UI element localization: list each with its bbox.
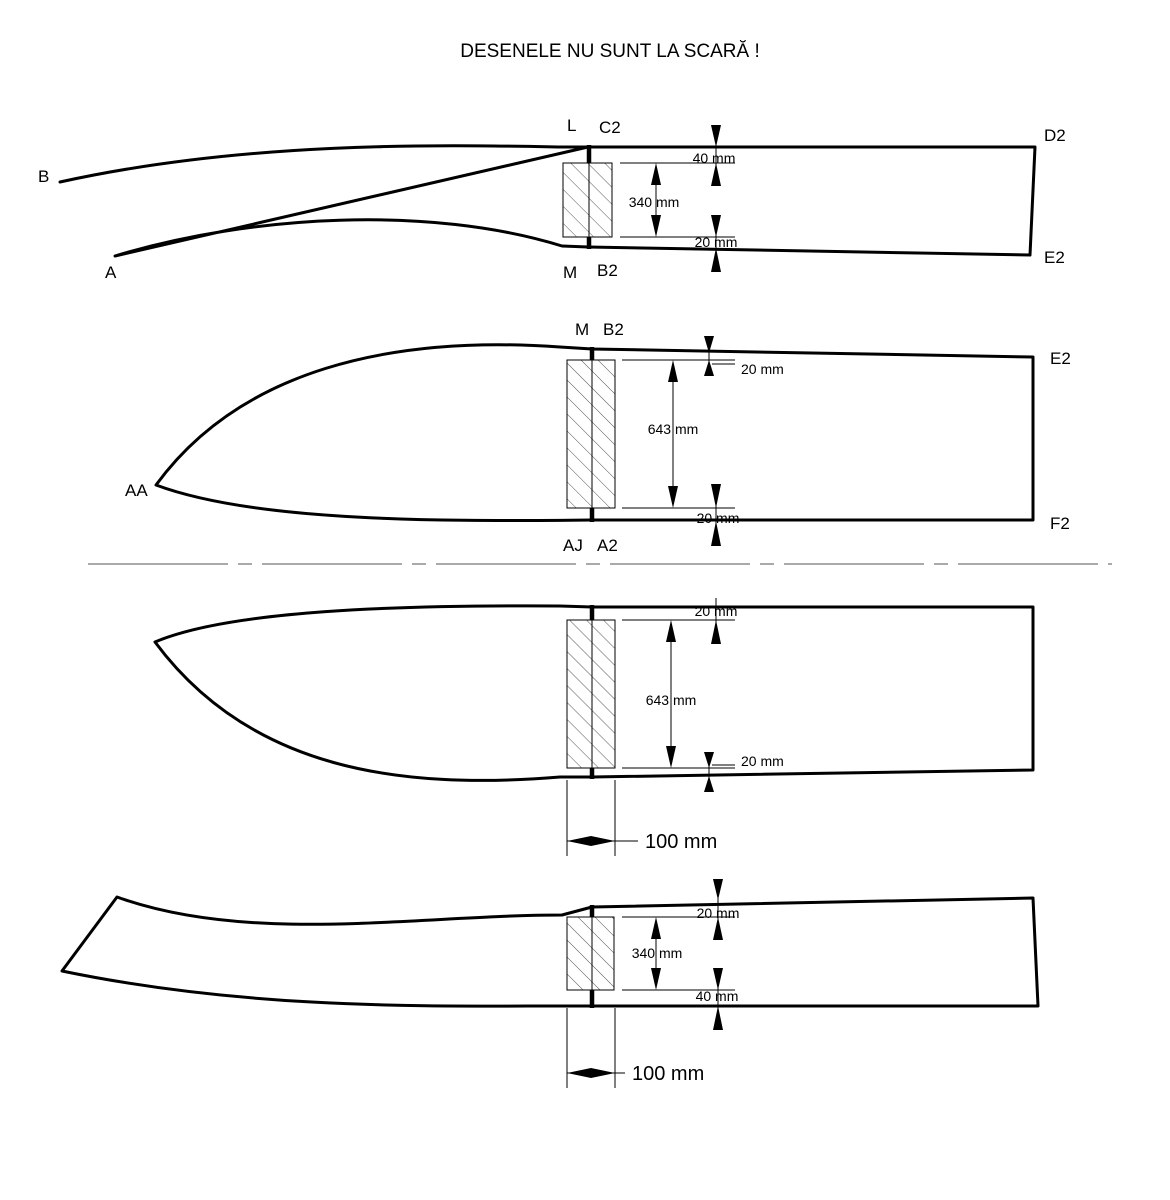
fig2-dim-middle: 643 mm [648, 421, 699, 437]
fig1-dim-bottom: 20 mm [695, 234, 738, 250]
fig3-blade-outline [153, 604, 1035, 782]
fig1-point-L: L [567, 116, 576, 135]
fig1-point-E2: E2 [1044, 248, 1065, 267]
fig1-point-B2: B2 [597, 261, 618, 280]
fig1-hatched-overlap [562, 162, 613, 238]
fig1-point-B: B [38, 167, 49, 186]
fig4-hatched-overlap [566, 916, 615, 991]
fig1-point-D2: D2 [1044, 126, 1066, 145]
figure-1: 40 mm 340 mm 20 mm L C2 D2 B A M B2 E2 [38, 116, 1066, 282]
fig1-blade-outline [58, 144, 1037, 258]
fig1-point-C2: C2 [599, 118, 621, 137]
fig2-point-AA: AA [125, 481, 148, 500]
fig4-dim-width: 100 mm [632, 1063, 704, 1085]
figure-4: 20 mm 340 mm 40 mm 100 mm [60, 879, 1040, 1088]
fig1-point-A: A [105, 263, 117, 282]
fig2-point-A2: A2 [597, 536, 618, 555]
fig3-dim-middle: 643 mm [646, 692, 697, 708]
fig2-blade-outline [154, 343, 1035, 523]
fig1-dim-top: 40 mm [693, 150, 736, 166]
fig2-point-E2: E2 [1050, 349, 1071, 368]
fig2-hatched-overlap [566, 359, 616, 509]
fig2-point-B2: B2 [603, 320, 624, 339]
fig4-dim-middle: 340 mm [632, 945, 683, 961]
page-title: DESENELE NU SUNT LA SCARĂ ! [460, 41, 760, 62]
fig3-dim-bottom: 20 mm [741, 753, 784, 769]
fig1-point-M: M [563, 263, 577, 282]
fig2-dim-bottom: 20 mm [697, 510, 740, 526]
fig2-dim-top: 20 mm [741, 361, 784, 377]
fig3-dim-width: 100 mm [645, 831, 717, 853]
fig1-dim-middle: 340 mm [629, 194, 680, 210]
fig2-point-F2: F2 [1050, 514, 1070, 533]
fig3-hatched-overlap [566, 619, 616, 769]
fig4-dim-top: 20 mm [697, 905, 740, 921]
figure-2: 20 mm 643 mm 20 mm M B2 E2 AA AJ A2 F2 [125, 320, 1071, 555]
fig2-point-M: M [575, 320, 589, 339]
figure-3: 20 mm 643 mm 20 mm 100 mm [153, 598, 1035, 856]
fig2-point-AJ: AJ [563, 536, 583, 555]
fig4-blade-outline [60, 895, 1040, 1008]
fig3-dim-top: 20 mm [695, 603, 738, 619]
fig4-dim-bottom: 40 mm [696, 988, 739, 1004]
